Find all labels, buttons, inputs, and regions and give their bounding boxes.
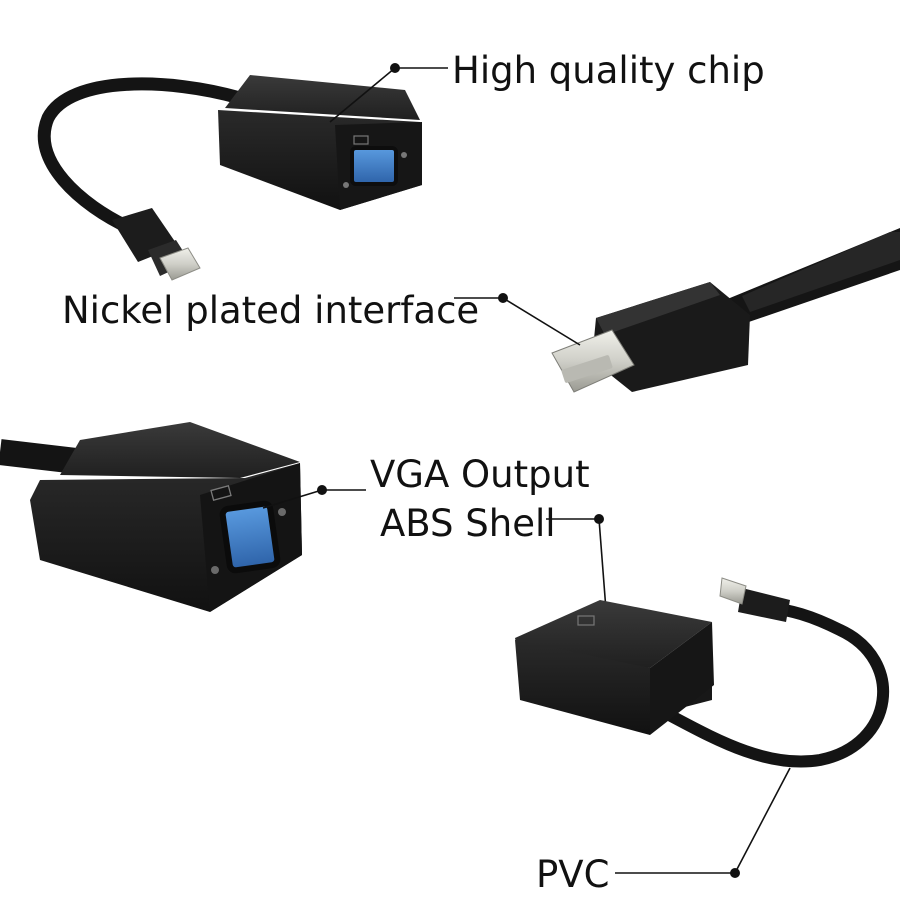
nickel-plug-tip xyxy=(551,329,635,393)
mini-dp-plug-top-left xyxy=(112,208,201,281)
leader-chip xyxy=(329,63,448,123)
leader-nickel xyxy=(454,293,581,346)
adapter-top-left xyxy=(37,75,422,281)
label-vga-output: VGA Output xyxy=(370,453,590,496)
leader-pvc xyxy=(615,767,791,878)
vga-housing-top xyxy=(218,75,422,210)
mini-dp-plug-bottom xyxy=(719,577,790,622)
label-abs-shell: ABS Shell xyxy=(380,502,556,545)
label-high-quality-chip: High quality chip xyxy=(452,49,765,92)
housing-bottom xyxy=(515,600,714,735)
vga-port-middle xyxy=(219,500,281,574)
label-pvc: PVC xyxy=(536,853,610,896)
cable-bottom-right xyxy=(644,602,890,768)
vga-port-top xyxy=(350,146,398,186)
label-nickel-plated: Nickel plated interface xyxy=(62,289,480,332)
adapter-bottom-right xyxy=(515,577,890,768)
cable-top-left xyxy=(37,77,247,235)
adapter-middle-left xyxy=(0,422,302,612)
leader-abs xyxy=(546,514,607,611)
mini-dp-plug-right xyxy=(551,228,900,393)
leader-vga xyxy=(262,485,366,509)
